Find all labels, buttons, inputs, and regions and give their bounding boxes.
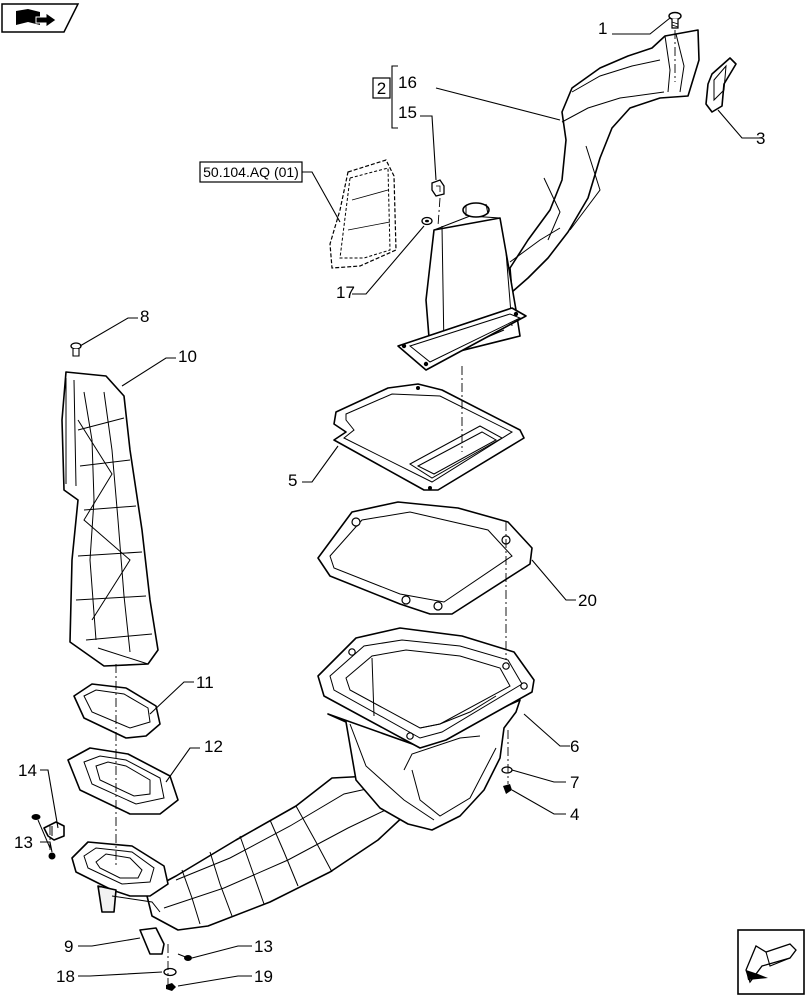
callout-16: 16: [398, 73, 417, 92]
callout-5: 5: [288, 471, 297, 490]
screw-part-1: [668, 11, 682, 29]
screw-part-13-bottom: [177, 953, 192, 961]
washer-part-18: [163, 967, 177, 977]
callout-18: 18: [56, 967, 75, 986]
callout-7: 7: [570, 773, 579, 792]
washer-part-7: [501, 766, 513, 774]
lower-air-duct-part-9: [71, 775, 409, 955]
gasket-part-5: [333, 383, 525, 491]
reference-label-box[interactable]: 50.104.AQ (01): [199, 161, 303, 183]
callout-labels: 1 16 15 3 17 8 10 5 20 11 6 12 14 7 13 4…: [14, 19, 765, 986]
book-navigation-icon[interactable]: [1, 3, 80, 33]
riser-duct-part-10: [61, 371, 159, 667]
seal-part-12: [67, 747, 179, 815]
housing-part-6: [317, 627, 535, 831]
seal-part-11: [73, 683, 161, 739]
next-page-arrow-icon[interactable]: [737, 929, 805, 995]
callout-13-bottom: 13: [254, 937, 273, 956]
filter-element-reference: [329, 159, 397, 269]
screw-part-8: [70, 342, 82, 357]
gasket-part-20: [317, 501, 533, 615]
callout-4: 4: [570, 805, 579, 824]
bracket-part-14: [43, 821, 65, 841]
callout-14: 14: [18, 761, 37, 780]
callout-12: 12: [204, 737, 223, 756]
callout-19: 19: [254, 967, 273, 986]
nut-part-19: [166, 983, 176, 991]
upper-air-duct-part-16: [397, 29, 700, 371]
callout-10: 10: [178, 347, 197, 366]
nut-part-15: [431, 179, 445, 197]
nut-part-4: [503, 784, 512, 794]
alignment-lines: [49, 30, 676, 986]
callout-6: 6: [570, 737, 579, 756]
clip-part-3: [705, 57, 737, 113]
callout-15: 15: [398, 103, 417, 122]
group-marker-box: [372, 77, 391, 99]
group-bracket: 2: [372, 65, 398, 129]
callout-11: 11: [196, 673, 214, 692]
callout-9: 9: [64, 937, 73, 956]
callout-13-left: 13: [14, 833, 33, 852]
callout-20: 20: [578, 591, 597, 610]
callout-8: 8: [140, 307, 149, 326]
screw-part-13-left: [31, 814, 56, 860]
reference-label[interactable]: 50.104.AQ (01): [203, 164, 299, 180]
washer-part-17: [421, 216, 433, 226]
group-marker: 2: [377, 79, 386, 98]
callout-3: 3: [756, 129, 765, 148]
leader-lines: [40, 17, 760, 987]
callout-1: 1: [598, 19, 607, 38]
callout-17: 17: [336, 283, 355, 302]
